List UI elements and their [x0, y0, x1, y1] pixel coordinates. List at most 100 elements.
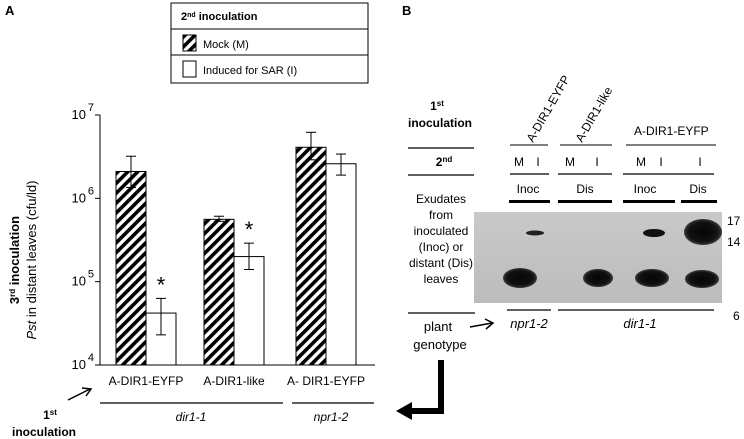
legend-swatch-mock — [182, 34, 197, 52]
exudate-line-1: from — [429, 208, 453, 222]
marker-17: 17 — [727, 214, 741, 228]
x-axis-label-line1: 1st — [43, 408, 57, 423]
band-high-lane6 — [643, 229, 665, 237]
genotype-npr1: npr1-2 — [510, 316, 548, 331]
ylabel-rest: inoculation — [7, 216, 22, 289]
lane-label-1: I — [536, 155, 539, 169]
row3-label-0: Inoc — [517, 182, 540, 196]
row2-num: 2 — [436, 155, 443, 169]
ylabel-sup: rd — [8, 289, 17, 297]
xlabel-sup: st — [50, 408, 57, 417]
bars — [115, 146, 357, 366]
row3-bar-1 — [558, 200, 612, 203]
western-blot — [474, 212, 722, 303]
blot-background — [474, 212, 722, 303]
x-axis-label-line2: inoculation — [12, 425, 76, 439]
marker-6: 6 — [733, 309, 740, 323]
bar-induced-2 — [325, 163, 357, 366]
lane-label-0: M — [514, 155, 524, 169]
y-axis-label: 3rd inoculation Pst in distant leaves (c… — [7, 181, 39, 340]
exudate-description: Exudates from inoculated (Inoc) or dista… — [409, 192, 473, 286]
bar-mock-1 — [203, 218, 235, 366]
genotype-label-0: plant — [424, 319, 453, 334]
band-low-lane1 — [503, 268, 537, 288]
y-tick-exp-0: 4 — [88, 352, 94, 364]
legend-title-sup: nd — [187, 12, 196, 19]
bar-induced-1 — [233, 256, 265, 366]
genotype-dir1: dir1-1 — [623, 316, 656, 331]
row3-label-2: Inoc — [634, 182, 657, 196]
panel-b-label: B — [402, 3, 411, 18]
category-label-0: A-DIR1-EYFP — [109, 374, 184, 388]
legend-entry-mock: Mock (M) — [203, 39, 249, 51]
band-low-lane4 — [583, 269, 613, 287]
category-label-1: A-DIR1-like — [203, 374, 265, 388]
row3-bar-2 — [623, 200, 675, 203]
row3-bar-0 — [509, 200, 550, 203]
panel-a-label: A — [5, 3, 15, 18]
band-low-lane7 — [685, 270, 719, 288]
xlabel-num: 1 — [43, 408, 50, 422]
bent-arrow-icon — [396, 360, 444, 420]
exudate-line-5: leaves — [424, 272, 459, 286]
ylabel-italic: Pst — [24, 319, 39, 339]
group-label-npr1: npr1-2 — [314, 410, 349, 424]
bar-mock-2 — [295, 146, 327, 366]
row1-label-num: 1st — [430, 99, 444, 114]
col-label-2: A-DIR1-EYFP — [634, 124, 709, 138]
lane-label-3: I — [595, 155, 598, 169]
col-label-0: A-DIR1-EYFP — [523, 73, 572, 145]
significance-marks: ** — [157, 217, 254, 297]
col-label-1: A-DIR1-like — [572, 84, 615, 144]
exudate-line-2: inoculated — [414, 224, 469, 238]
y-tick-label-3: 10 — [72, 107, 86, 122]
ylabel-rest2: in distant leaves (cfu/ld) — [24, 181, 39, 321]
lane-label-2: M — [565, 155, 575, 169]
legend-entry-induced: Induced for SAR (I) — [203, 65, 297, 77]
band-high-lane2 — [526, 230, 544, 236]
lane-label-6: I — [698, 155, 701, 169]
lane-label-5: I — [659, 155, 662, 169]
row2-sup: nd — [442, 155, 452, 164]
exudate-line-4: distant (Dis) — [409, 256, 473, 270]
genotype-label-1: genotype — [413, 337, 467, 352]
arrow-right-icon — [469, 318, 495, 330]
legend-title-num: 2 — [181, 11, 187, 23]
y-tick-exp-1: 5 — [88, 269, 94, 281]
y-tick-label-2: 10 — [72, 190, 86, 205]
legend: 2nd inoculation Mock (M) Induced for SAR… — [170, 2, 369, 84]
row1-num: 1 — [430, 99, 437, 113]
marker-14: 14 — [727, 235, 741, 249]
y-tick-exp-3: 7 — [88, 102, 94, 114]
row1-sup: st — [437, 99, 444, 108]
row3-label-1: Dis — [576, 182, 593, 196]
row3-label-3: Dis — [689, 182, 706, 196]
arrow-icon — [67, 387, 93, 401]
y-tick-label-1: 10 — [72, 274, 86, 289]
y-axis-label-line1: 3rd inoculation — [7, 216, 22, 304]
band-high-lane7 — [684, 219, 722, 245]
legend-box — [170, 2, 369, 84]
exudate-line-0: Exudates — [416, 192, 466, 206]
significance-mark-1: * — [245, 217, 254, 242]
group-label-dir1: dir1-1 — [176, 410, 207, 424]
lane-label-4: M — [636, 155, 646, 169]
significance-mark-0: * — [157, 272, 166, 297]
y-tick-label-0: 10 — [72, 357, 86, 372]
error-bars — [126, 131, 346, 336]
row1-label-rest: inoculation — [408, 116, 472, 130]
row2-label: 2nd — [436, 155, 453, 170]
category-label-2: A- DIR1-EYFP — [287, 374, 365, 388]
bar-mock-0 — [115, 170, 147, 366]
legend-swatch-induced — [182, 60, 197, 78]
legend-title: 2nd inoculation — [181, 11, 258, 23]
y-axis-label-line2: Pst in distant leaves (cfu/ld) — [24, 181, 39, 340]
y-tick-exp-2: 6 — [88, 185, 94, 197]
row3-bar-3 — [681, 200, 717, 203]
exudate-line-3: (Inoc) or — [419, 240, 464, 254]
legend-title-rest: inoculation — [196, 11, 258, 23]
band-low-lane6 — [635, 269, 669, 287]
